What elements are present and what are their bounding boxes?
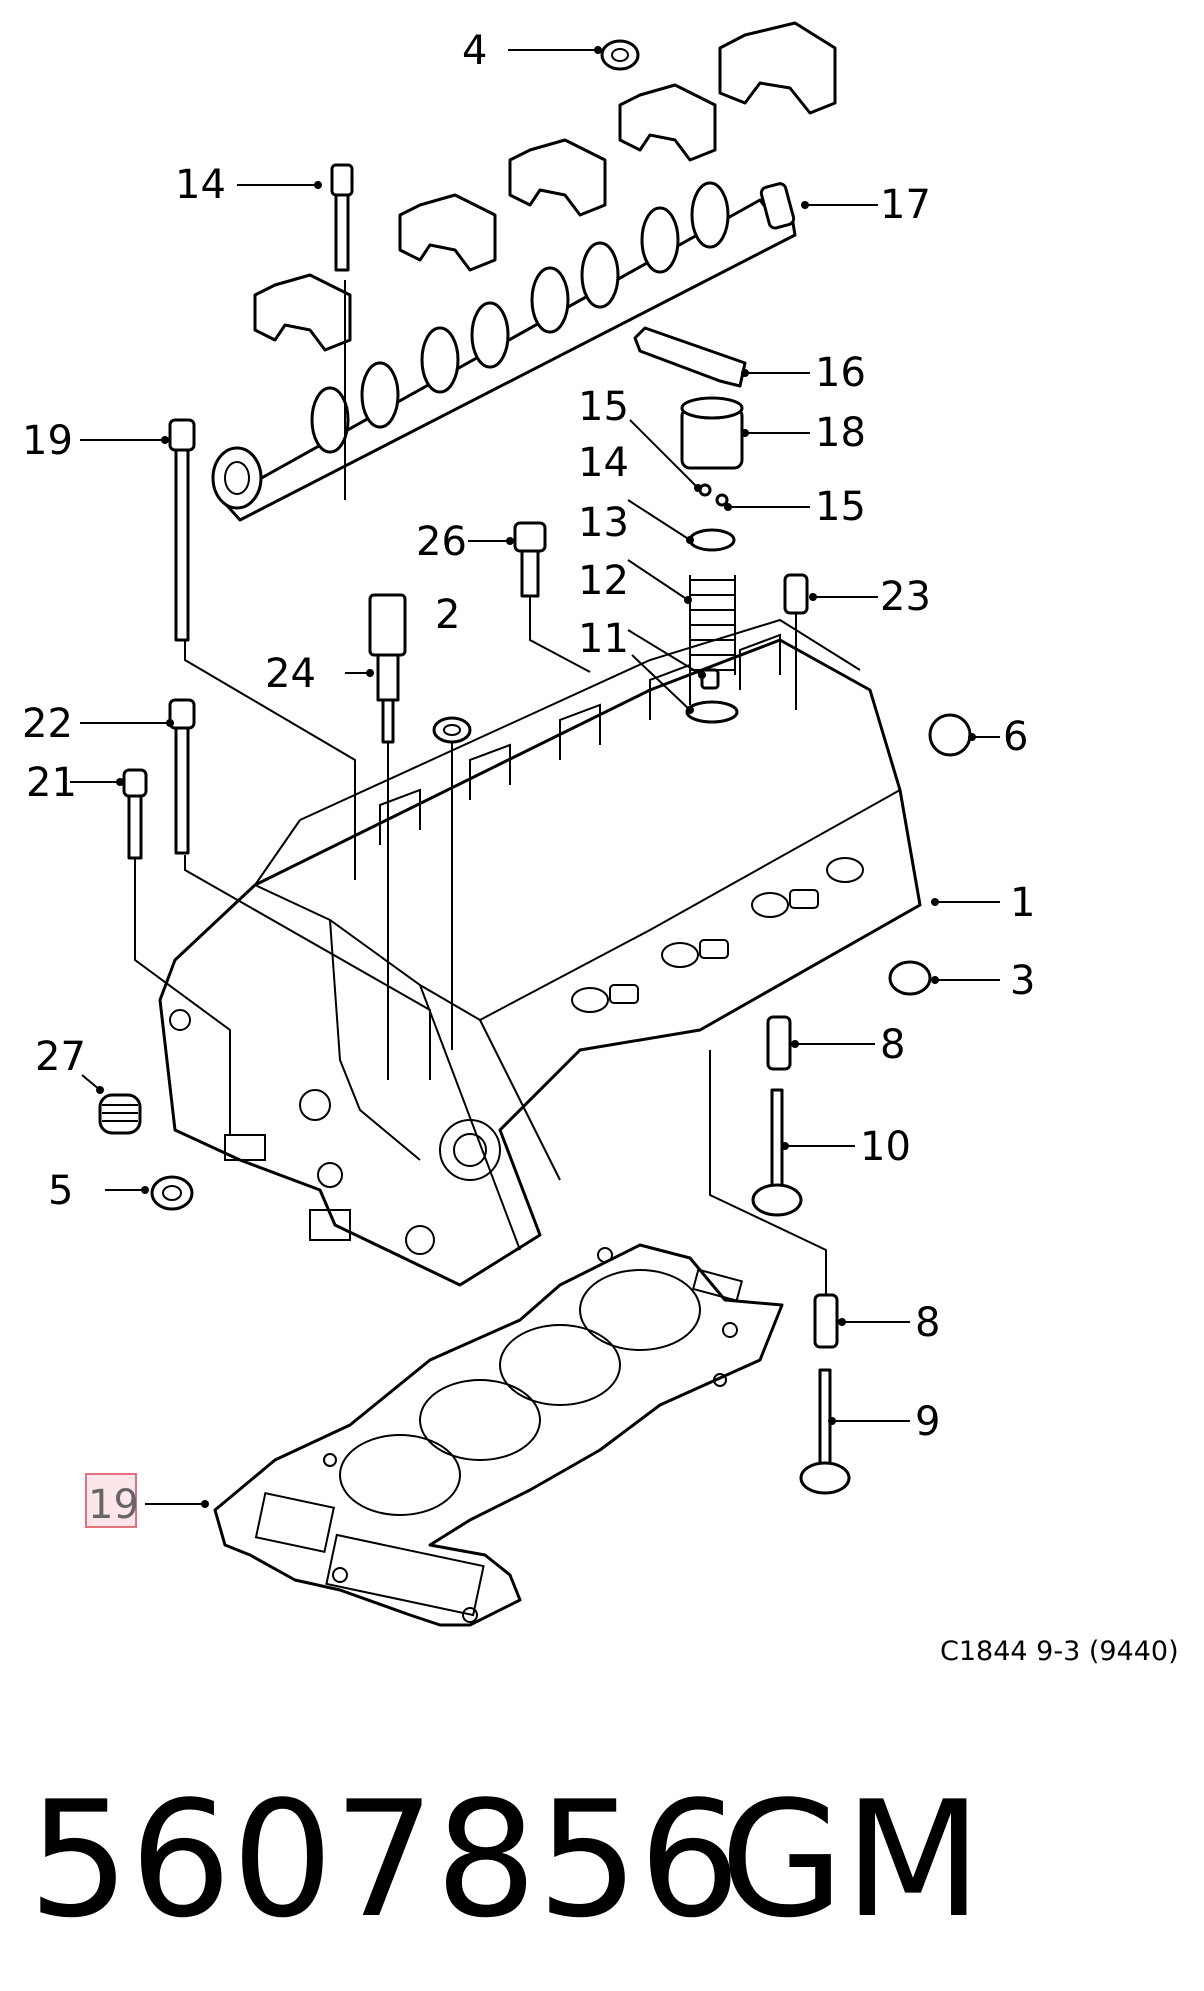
callout-16: 16: [815, 350, 866, 396]
callout-23: 19: [22, 418, 73, 464]
callout-5: 5: [48, 1168, 73, 1214]
callout-9: 9: [915, 1399, 940, 1445]
callout-3: 3: [1010, 958, 1035, 1004]
leader-dots: [96, 46, 976, 1508]
small-parts: [98, 39, 972, 1495]
callout-15b: 15: [815, 484, 866, 530]
callout-21: 21: [26, 760, 77, 806]
callout-19-highlight: [85, 1473, 137, 1528]
bearing-caps: [253, 21, 837, 352]
callout-6: 6: [1003, 714, 1028, 760]
callout-14: 14: [578, 440, 629, 486]
callout-labels: 4 14 17 16 19 15 18 14 15 13 26 12 23 2 …: [22, 28, 1179, 1667]
callout-12: 12: [578, 558, 629, 604]
callout-2: 2: [435, 592, 460, 638]
part-number: 5607856: [28, 1766, 741, 1953]
callout-26: 26: [416, 519, 467, 565]
callout-10: 10: [860, 1124, 911, 1170]
brand-name: GM: [720, 1766, 982, 1953]
callout-1: 1: [1010, 880, 1035, 926]
camshaft: [211, 181, 797, 522]
callout-17: 17: [880, 182, 931, 228]
diagram-reference-code: C1844 9-3 (9440): [940, 1636, 1179, 1667]
callout-8b: 8: [915, 1300, 940, 1346]
callout-13: 13: [578, 500, 629, 546]
callout-15a: 15: [578, 384, 629, 430]
callout-19: 19: [88, 1482, 139, 1528]
callout-25: 24: [265, 651, 316, 697]
callout-8a: 8: [880, 1022, 905, 1068]
callout-24: 23: [880, 574, 931, 620]
callout-27: 27: [35, 1034, 86, 1080]
callout-22: 22: [22, 701, 73, 747]
leader-lines: [70, 49, 1000, 1505]
callout-4: 4: [462, 28, 487, 74]
callout-18: 18: [815, 410, 866, 456]
head-gasket: [213, 1243, 784, 1627]
callout-11: 11: [578, 616, 629, 662]
cylinder-head: [158, 618, 922, 1287]
callout-20: 14: [175, 162, 226, 208]
